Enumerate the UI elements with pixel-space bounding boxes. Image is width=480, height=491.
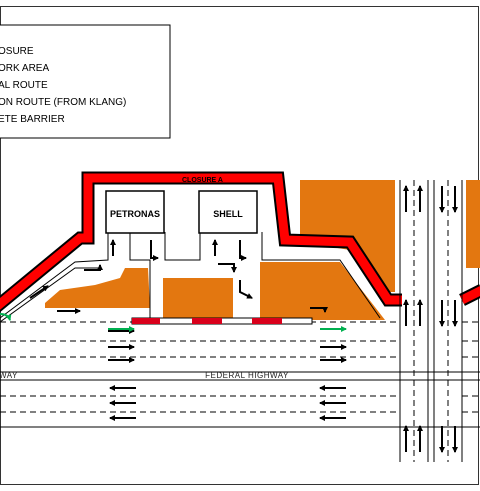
legend-item-closure: OSURE (0, 46, 34, 57)
closure-label: CLOSURE A (182, 177, 223, 184)
legend-item-normal-route: AL ROUTE (0, 80, 48, 91)
normal-route-arrows (29, 185, 458, 453)
highway-label-left: WAY (0, 371, 18, 380)
work-area-right-lower (260, 262, 385, 320)
work-area-left (45, 268, 150, 308)
shell-station (198, 190, 258, 234)
concrete-barrier (131, 317, 313, 325)
closure-a: CLOSURE A (0, 171, 480, 313)
petronas-station (105, 190, 165, 234)
diversion-route-arrows (0, 313, 347, 332)
work-area-center (163, 278, 233, 322)
closure-band (0, 173, 480, 310)
legend-item-diversion-route: ON ROUTE (FROM KLANG) (0, 97, 126, 108)
cross-road (399, 180, 463, 462)
stations: PETRONAS SHELL (105, 190, 258, 234)
shell-label: SHELL (213, 209, 243, 219)
highway-label: FEDERAL HIGHWAY (205, 371, 289, 380)
legend-box (0, 24, 171, 139)
station-road (0, 232, 381, 323)
petronas-label: PETRONAS (110, 209, 160, 219)
legend-item-work-area: ORK AREA (0, 63, 49, 74)
legend: OSURE ORK AREA AL ROUTE ON ROUTE (FROM K… (0, 24, 171, 139)
work-area-far-right (466, 180, 480, 268)
legend-item-concrete-barrier: ETE BARRIER (0, 114, 65, 125)
